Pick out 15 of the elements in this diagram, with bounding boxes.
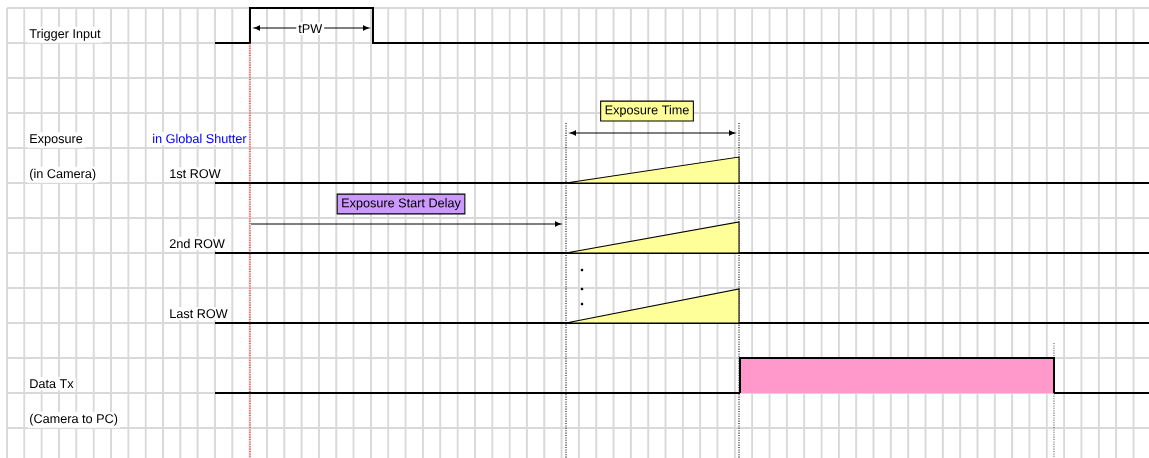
exposure-ramp — [565, 156, 740, 184]
signal-label: Data Tx — [27, 377, 76, 391]
label-box: Exposure Time — [600, 100, 694, 122]
signal-label: (Camera to PC) — [27, 411, 120, 428]
label-box: Exposure Start Delay — [336, 193, 466, 215]
signal-label: Exposure — [27, 132, 85, 148]
signal-label: (in Camera) — [27, 166, 99, 183]
signal-label: Trigger Input — [27, 26, 103, 43]
signal-label: Last ROW — [167, 307, 230, 321]
exposure-ramp — [565, 288, 740, 324]
signal-label: 2nd ROW — [167, 236, 227, 251]
exposure-ramp — [565, 221, 740, 254]
signal-label: tPW — [296, 22, 325, 36]
signal-label: in Global Shutter — [150, 131, 249, 146]
signal-label: 1st ROW — [167, 167, 223, 181]
